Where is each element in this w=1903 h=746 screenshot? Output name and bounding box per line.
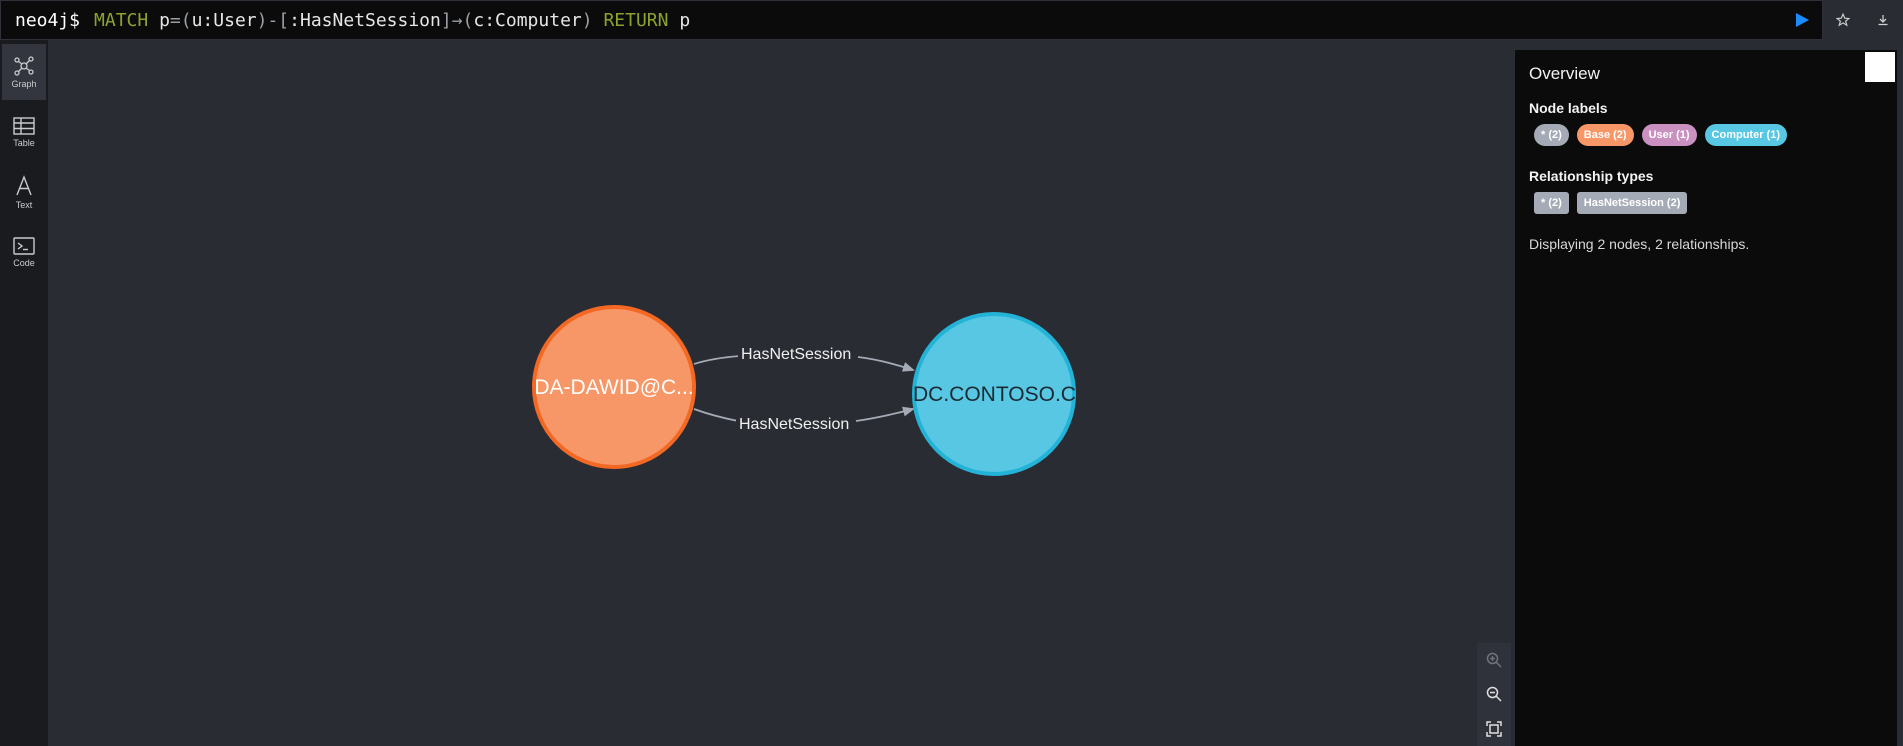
node-label-pill-user[interactable]: User (1) — [1641, 124, 1697, 146]
view-graph-button[interactable]: Graph — [2, 44, 46, 100]
query-token: ) — [581, 9, 593, 31]
run-query-button[interactable] — [1792, 10, 1812, 30]
node-label-computer: DC.CONTOSO.C... — [913, 383, 1075, 406]
query-token: )-[ — [256, 9, 290, 31]
zoom-out-icon — [1486, 687, 1502, 703]
table-icon — [13, 116, 35, 135]
graph-svg — [532, 305, 1076, 476]
relationship-edge[interactable] — [857, 356, 915, 372]
query-token — [668, 10, 679, 31]
relationship-edge[interactable] — [693, 355, 741, 365]
overview-toggle-button[interactable] — [1865, 52, 1895, 82]
node-label-user: DA-DAWID@C... — [534, 376, 694, 399]
relationship-types-heading: Relationship types — [1529, 168, 1654, 184]
query-token: p — [159, 9, 170, 31]
star-icon — [1836, 13, 1850, 27]
view-text-label: Text — [15, 199, 33, 210]
query-token: u:User — [191, 9, 257, 31]
query-token: ]→( — [440, 9, 474, 31]
query-editor[interactable]: neo4j$ MATCH p=(u:User)-[:HasNetSession]… — [0, 0, 1823, 40]
query-token — [148, 10, 159, 31]
view-switcher: Graph Table Text Code — [0, 40, 48, 746]
zoom-in-button[interactable] — [1482, 648, 1506, 672]
overview-panel: Overview Node labels * (2) Base (2) User… — [1515, 50, 1897, 746]
node-label-pill-computer[interactable]: Computer (1) — [1704, 124, 1787, 146]
zoom-out-button[interactable] — [1482, 682, 1506, 706]
code-icon — [13, 236, 35, 255]
query-token: MATCH — [94, 9, 149, 31]
view-graph-label: Graph — [11, 78, 37, 89]
favorite-button[interactable] — [1831, 8, 1855, 32]
query-prompt: neo4j$ — [15, 9, 81, 31]
query-token: =( — [169, 9, 192, 31]
query-token: RETURN — [603, 9, 669, 31]
relationship-label[interactable]: HasNetSession — [736, 416, 853, 434]
view-table-button[interactable]: Table — [2, 104, 46, 160]
query-token: c:Computer — [473, 9, 582, 31]
relationship-edge[interactable] — [693, 408, 739, 422]
text-icon — [16, 174, 32, 195]
fit-to-screen-button[interactable] — [1482, 717, 1506, 741]
zoom-controls — [1477, 643, 1511, 746]
relationship-types-list: * (2) HasNetSession (2) — [1529, 192, 1883, 214]
query-actions — [1823, 0, 1903, 40]
query-token — [593, 10, 604, 31]
query-token: p — [679, 9, 691, 31]
rel-type-pill-all[interactable]: * (2) — [1534, 192, 1569, 214]
node-label-pill-base[interactable]: Base (2) — [1576, 124, 1634, 146]
relationship-label[interactable]: HasNetSession — [738, 346, 855, 364]
download-button[interactable] — [1871, 8, 1895, 32]
view-code-button[interactable]: Code — [2, 224, 46, 280]
view-text-button[interactable]: Text — [2, 164, 46, 220]
node-labels-heading: Node labels — [1529, 100, 1608, 116]
node-label-pill-all[interactable]: * (2) — [1534, 124, 1569, 146]
rel-type-pill-hasnetsession[interactable]: HasNetSession (2) — [1576, 192, 1688, 214]
download-icon — [1878, 15, 1888, 26]
graph-summary: Displaying 2 nodes, 2 relationships. — [1529, 236, 1750, 252]
query-token: :HasNetSession — [289, 9, 441, 31]
view-table-label: Table — [13, 137, 35, 148]
node-labels-list: * (2) Base (2) User (1) Computer (1) — [1529, 124, 1883, 146]
zoom-in-icon — [1486, 652, 1502, 668]
graph-icon — [14, 55, 34, 76]
play-icon — [1796, 13, 1809, 27]
graph-node-user[interactable] — [532, 305, 696, 469]
overview-title: Overview — [1529, 64, 1600, 83]
view-code-label: Code — [13, 257, 35, 268]
relationship-edge[interactable] — [855, 406, 915, 422]
fit-screen-icon — [1486, 721, 1502, 737]
query-text[interactable]: MATCH p=(u:User)-[:HasNetSession]→(c:Com… — [94, 10, 690, 31]
graph-node-computer[interactable] — [912, 312, 1076, 476]
graph-canvas[interactable]: DA-DAWID@C... DC.CONTOSO.C... HasNetSess… — [48, 40, 1515, 746]
